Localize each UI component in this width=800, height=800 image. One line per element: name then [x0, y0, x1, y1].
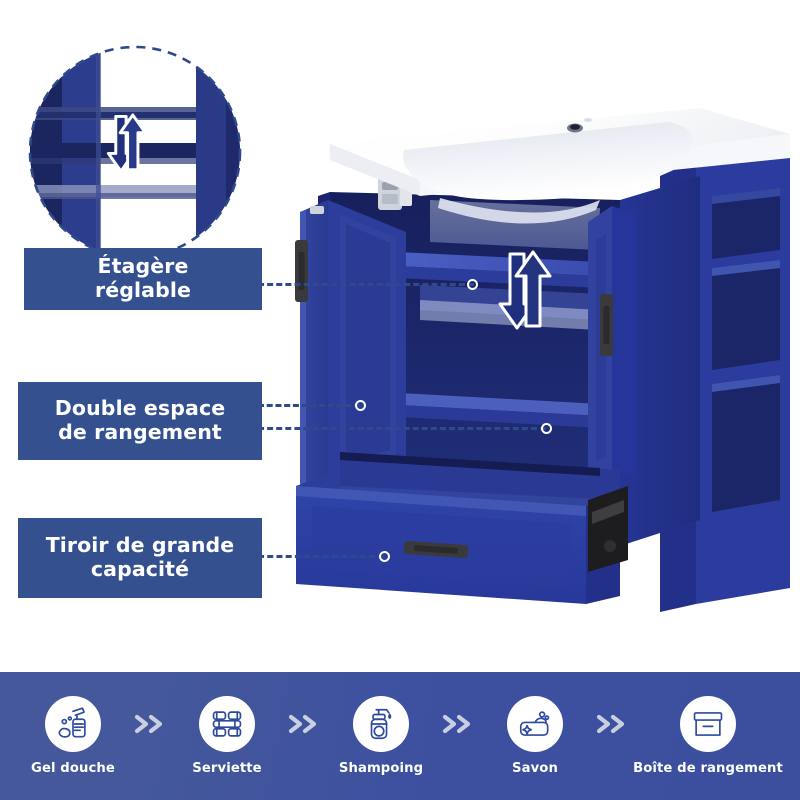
leader-line-storage-lower [258, 427, 546, 430]
feature-label-shampoing: Shampoing [338, 761, 424, 776]
sink-underside [438, 198, 600, 224]
shelf-adjust-arrow-icon [498, 250, 552, 330]
leader-line-shelf [258, 283, 474, 286]
door-latch [310, 206, 324, 214]
adjustable-shelf-zoom-circle [28, 45, 242, 259]
feature-item-boite-rangement: Boîte de rangement [630, 696, 786, 776]
drawer-slide [588, 486, 628, 572]
leader-dot-shelf [467, 279, 478, 290]
leader-dot-storage-upper [355, 400, 366, 411]
feature-bar: Gel douche [0, 672, 800, 800]
callout-double-storage-text: Double espace de rangement [54, 396, 226, 444]
shower-gel-bottle-icon [45, 696, 101, 752]
leader-dot-drawer [379, 551, 390, 562]
callout-adjustable-shelf: Étagère réglable [24, 248, 262, 310]
callout-adjustable-shelf-text: Étagère réglable [95, 254, 191, 302]
leader-dot-storage-lower [541, 423, 552, 434]
callout-double-storage: Double espace de rangement [18, 382, 262, 460]
double-chevron-right-icon-3 [441, 713, 475, 735]
shampoo-pump-bottle-icon [353, 696, 409, 752]
callout-large-drawer: Tiroir de grande capacité [18, 518, 262, 598]
ceramic-sink-top [330, 108, 790, 224]
double-chevron-right-icon-2 [287, 713, 321, 735]
product-illustration [28, 45, 790, 612]
double-chevron-right-icon-4 [595, 713, 629, 735]
large-drawer [296, 452, 628, 604]
soap-bar-bubbles-icon [507, 696, 563, 752]
door-handle-left [295, 240, 308, 302]
leader-line-storage-upper [258, 404, 360, 407]
feature-label-savon: Savon [512, 761, 558, 776]
feature-item-gel-douche: Gel douche [14, 696, 132, 776]
feature-label-gel-douche: Gel douche [31, 761, 115, 776]
feature-label-boite-rangement: Boîte de rangement [633, 761, 783, 776]
overflow-hole [584, 118, 592, 122]
callout-large-drawer-text: Tiroir de grande capacité [45, 533, 235, 581]
leader-line-drawer [258, 555, 384, 558]
double-chevron-right-icon-1 [133, 713, 167, 735]
adjustable-shelf-middle [382, 392, 600, 428]
feature-item-savon: Savon [476, 696, 594, 776]
feature-item-serviette: Serviette [168, 696, 286, 776]
feature-item-shampoing: Shampoing [322, 696, 440, 776]
folded-towels-icon [199, 696, 255, 752]
storage-box-icon [680, 696, 736, 752]
sink-bowl [403, 122, 693, 201]
drawer-handle [403, 540, 469, 559]
door-handle-right [600, 294, 613, 356]
cabinet-door-right [588, 206, 636, 486]
feature-label-serviette: Serviette [192, 761, 262, 776]
